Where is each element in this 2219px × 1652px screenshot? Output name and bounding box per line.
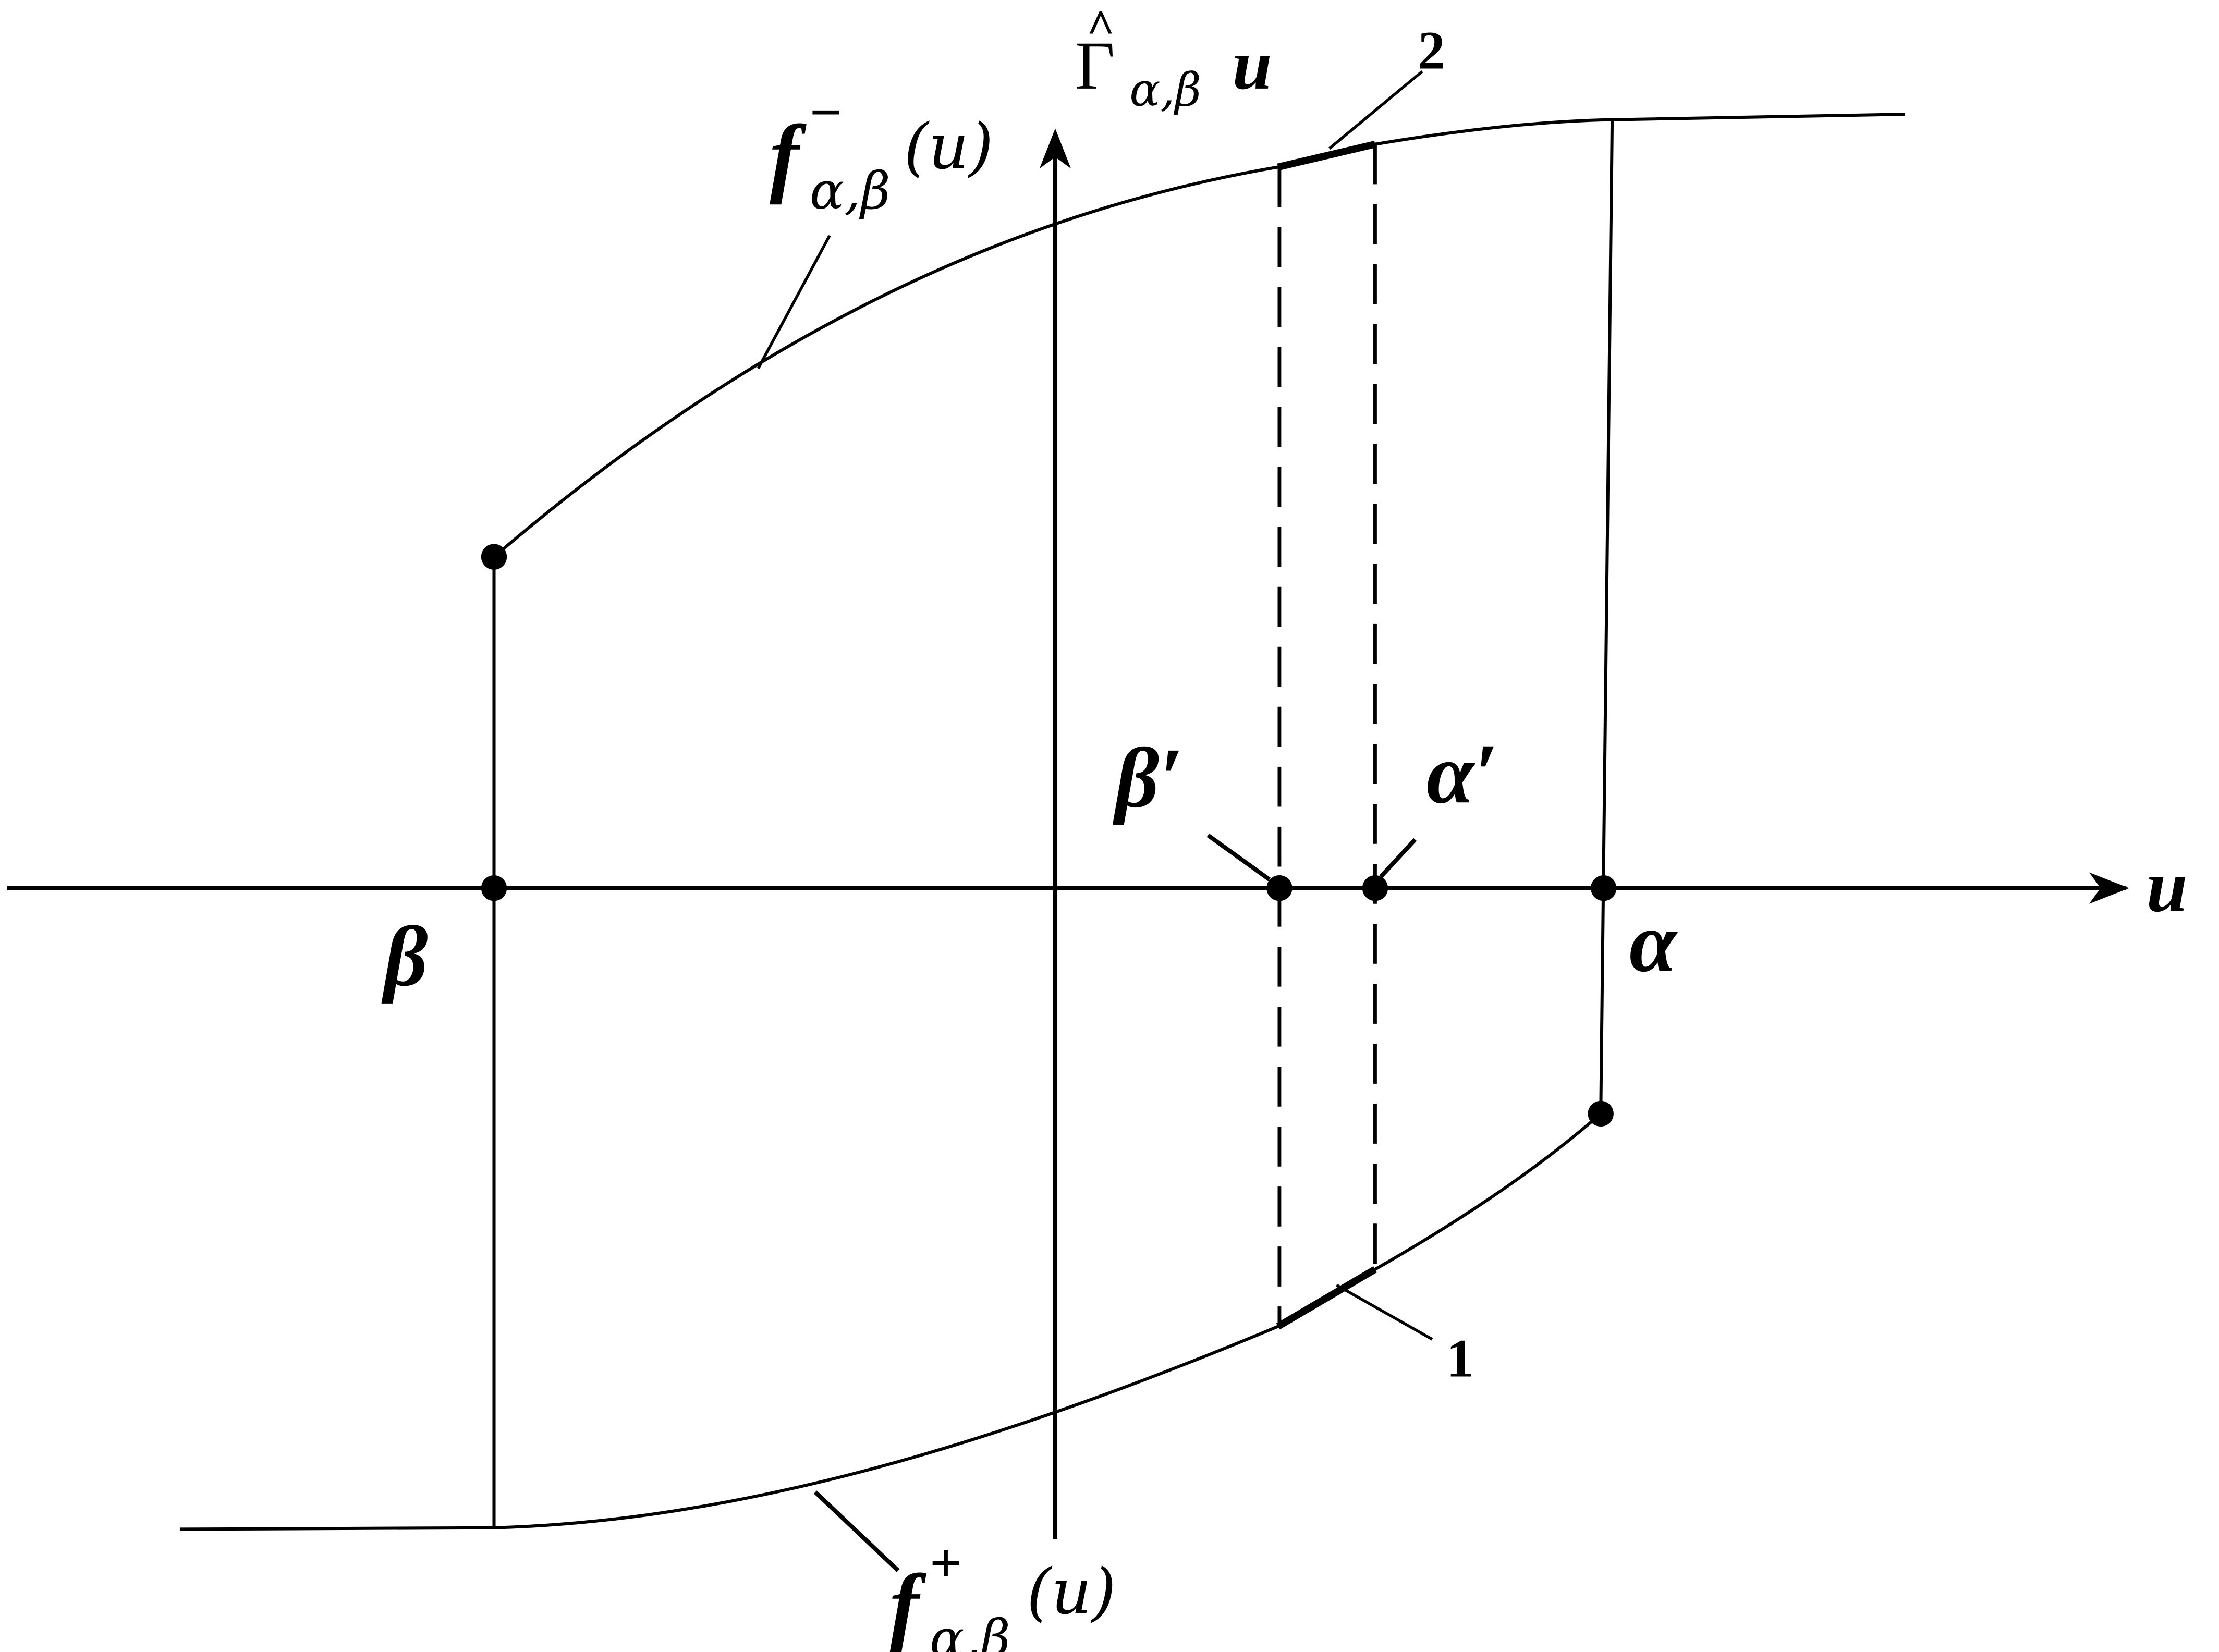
upper-curve-label-sub: α,β xyxy=(810,161,891,221)
leader-one xyxy=(1336,1283,1433,1341)
point-alpha xyxy=(1591,875,1617,901)
segment-1-highlight xyxy=(1276,1266,1377,1330)
label-alpha: α xyxy=(1629,895,1678,990)
lower-curve-label-sup: + xyxy=(930,1531,962,1595)
leader-upper-curve xyxy=(757,235,831,369)
lower-branch-curve xyxy=(179,1112,1602,1531)
point-beta-upper xyxy=(481,544,507,570)
x-axis-label: u xyxy=(2146,845,2187,927)
lower-curve-label-arg: (u) xyxy=(1027,1556,1116,1629)
point-alpha-lower xyxy=(1588,1100,1614,1127)
x-axis-arrowhead xyxy=(2089,872,2129,904)
lower-curve-label-sub: α,β xyxy=(930,1609,1010,1652)
leader-lower-curve xyxy=(813,1490,900,1572)
y-axis-label-var: u xyxy=(1233,25,1272,104)
segment-2-highlight xyxy=(1277,140,1376,171)
callout-two: 2 xyxy=(1418,20,1445,80)
upper-curve-label-f: f xyxy=(770,107,807,205)
y-axis-label-base: Γ xyxy=(1075,28,1115,104)
leader-two xyxy=(1328,70,1423,150)
upper-curve-label-arg: (u) xyxy=(904,111,994,183)
leader-alpha-prime xyxy=(1379,838,1417,878)
lower-curve-label-f: f xyxy=(889,1556,926,1652)
label-alpha-prime: α′ xyxy=(1427,726,1498,821)
callout-one: 1 xyxy=(1446,1328,1473,1388)
upper-branch-curve xyxy=(493,113,1905,558)
upper-curve-label-sup: − xyxy=(810,80,842,144)
point-beta-prime xyxy=(1266,875,1293,901)
upper-curve-label: f − α,β (u) xyxy=(770,80,993,221)
y-axis-label: ^ Γ α,β u xyxy=(1075,0,1272,117)
y-axis-label-hat: ^ xyxy=(1087,0,1115,54)
label-beta-prime: β′ xyxy=(1112,731,1183,826)
lower-curve-label: f + α,β (u) xyxy=(889,1531,1116,1652)
alpha-jump-line xyxy=(1599,120,1614,1114)
point-alpha-prime xyxy=(1362,875,1388,901)
y-axis-arrowhead xyxy=(1039,128,1071,169)
label-beta: β xyxy=(381,909,428,1004)
leader-beta-prime xyxy=(1206,833,1271,882)
y-axis-label-subscript: α,β xyxy=(1129,64,1201,117)
point-beta xyxy=(481,875,507,901)
